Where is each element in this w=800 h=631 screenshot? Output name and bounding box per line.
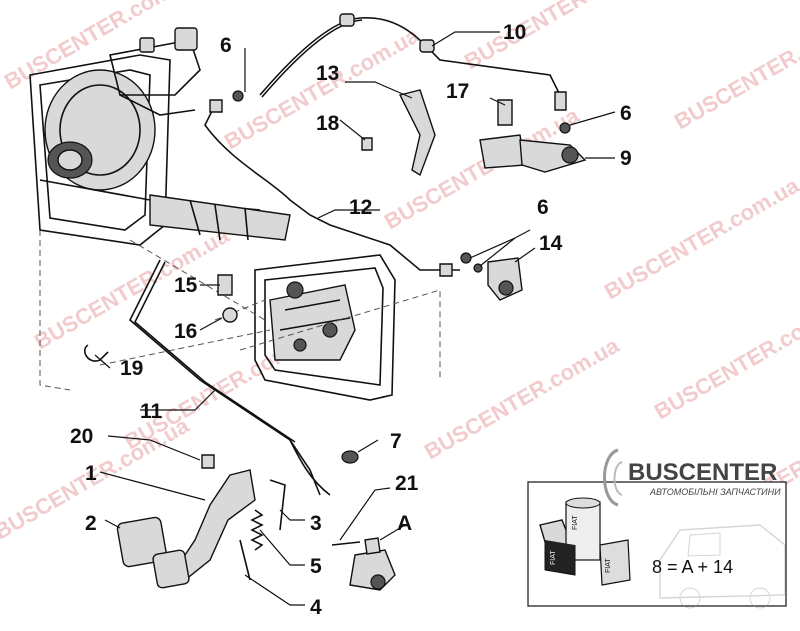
bolt xyxy=(201,454,215,469)
logo-mark-icon xyxy=(603,448,619,507)
callout-9: 9 xyxy=(620,147,632,170)
clutch-hydraulic-unit xyxy=(331,537,396,591)
clutch-slave-cylinder xyxy=(487,257,523,301)
pedal-pad xyxy=(152,549,190,589)
callout-6-middle: 6 xyxy=(537,196,549,219)
callout-10: 10 xyxy=(503,21,526,44)
callout-12: 12 xyxy=(349,196,372,219)
pedal-pad xyxy=(116,516,168,568)
callout-18: 18 xyxy=(316,112,340,135)
callout-2: 2 xyxy=(85,512,97,535)
callout-A: A xyxy=(397,512,412,535)
bolt xyxy=(497,99,513,126)
van-illustration xyxy=(659,524,786,609)
watermark-brand: BUSCENTER.com.ua xyxy=(460,0,664,74)
nut xyxy=(222,307,238,323)
small-parts xyxy=(84,89,587,469)
watermark-brand: BUSCENTER.com.ua xyxy=(0,412,194,544)
kit-formula: 8 = A + 14 xyxy=(652,557,733,577)
kit-box: FIAT FIAT FIAT 8 = A + 14 xyxy=(527,481,787,609)
seal-washer xyxy=(460,252,472,264)
callout-6-top-left: 6 xyxy=(220,34,232,57)
reference-lines xyxy=(39,230,441,391)
callouts: 6 10 13 17 18 6 9 12 6 14 15 16 19 11 7 … xyxy=(70,21,632,619)
seal-washer xyxy=(559,122,571,134)
callout-15: 15 xyxy=(174,274,198,297)
clutch-pedal-assembly xyxy=(116,469,286,589)
callout-21: 21 xyxy=(395,472,419,495)
bolt xyxy=(361,137,373,151)
logo-tagline: АВТОМОБІЛЬНІ ЗАПЧАСТИНИ xyxy=(649,487,781,497)
callout-16: 16 xyxy=(174,320,197,343)
clutch-master-cylinder xyxy=(479,134,587,173)
clip xyxy=(84,344,109,362)
kit-packages-icon: FIAT FIAT FIAT xyxy=(539,497,631,586)
watermark-brand: BUSCENTER.com.ua xyxy=(600,172,800,304)
watermark-brand: BUSCENTER.com.ua xyxy=(650,292,800,424)
spring xyxy=(250,509,264,551)
logo-name: BUSCENTER xyxy=(628,459,777,486)
watermark-brand: BUSCENTER.com.ua xyxy=(670,2,800,134)
callout-17: 17 xyxy=(446,80,469,103)
buscenter-logo: BUSCENTER АВТОМОБІЛЬНІ ЗАПЧАСТИНИ xyxy=(603,448,781,507)
screw xyxy=(217,274,233,296)
callout-14: 14 xyxy=(539,232,563,255)
callout-4: 4 xyxy=(310,596,322,619)
kit-box-label: FIAT xyxy=(605,558,612,573)
watermark-brand: BUSCENTER.com.ua xyxy=(30,222,234,354)
callout-7: 7 xyxy=(390,430,402,453)
kit-box-label: FIAT xyxy=(572,515,579,530)
callout-6-top-right: 6 xyxy=(620,102,632,125)
seal-washer xyxy=(232,90,244,102)
callout-3: 3 xyxy=(310,512,322,535)
callout-13: 13 xyxy=(316,62,339,85)
grommet xyxy=(341,450,359,464)
callout-19: 19 xyxy=(120,357,143,380)
callout-11: 11 xyxy=(140,400,163,423)
pedal-support-bracket xyxy=(254,254,396,401)
brake-booster-assembly xyxy=(29,27,291,246)
callout-20: 20 xyxy=(70,425,93,448)
bracket xyxy=(398,89,436,177)
kit-box-label: FIAT xyxy=(550,550,557,565)
leader-lines xyxy=(94,31,616,606)
watermark-brand: BUSCENTER.com.ua xyxy=(420,332,624,464)
callout-5: 5 xyxy=(310,555,322,578)
callout-1: 1 xyxy=(85,462,97,485)
hydraulic-lines xyxy=(129,13,567,496)
